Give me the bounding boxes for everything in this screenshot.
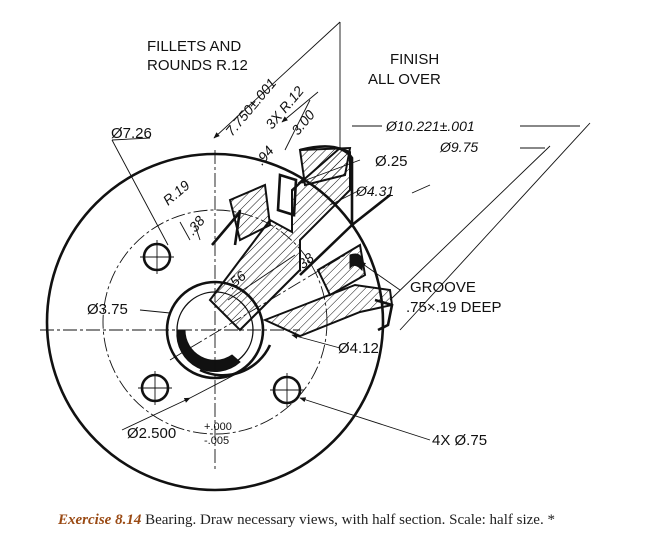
- label-groove-depth: .75×.19 DEEP: [406, 299, 501, 316]
- label-fillets: FILLETS AND: [147, 38, 241, 55]
- label-d025: Ø.25: [375, 153, 408, 170]
- bolt-holes: [138, 240, 304, 407]
- label-d726: Ø7.26: [111, 125, 152, 142]
- label-d10221: Ø10.221±.001: [385, 118, 475, 134]
- label-all-over: ALL OVER: [368, 71, 441, 88]
- label-d431: Ø4.31: [355, 183, 394, 199]
- label-d300: 3.00: [288, 107, 318, 138]
- label-d2500: Ø2.500: [127, 425, 176, 442]
- label-finish: FINISH: [390, 51, 439, 68]
- figure-caption: Exercise 8.14 Bearing. Draw necessary vi…: [58, 512, 668, 540]
- label-d375: Ø3.75: [87, 301, 128, 318]
- label-tol-minus: -.005: [204, 435, 229, 447]
- label-tol-plus: +.000: [204, 421, 232, 433]
- caption-text: Bearing. Draw necessary views, with half…: [141, 512, 555, 528]
- label-groove: GROOVE: [410, 279, 476, 296]
- label-d975: Ø9.75: [439, 139, 478, 155]
- section-body: [208, 145, 394, 338]
- label-r19: R.19: [160, 177, 193, 208]
- dimension-lines: [111, 21, 591, 441]
- label-holes: 4X Ø.75: [432, 432, 487, 449]
- label-d412: Ø4.12: [338, 340, 379, 357]
- axis-centerline: [169, 254, 346, 361]
- label-rounds: ROUNDS R.12: [147, 57, 248, 74]
- caption-number: Exercise 8.14: [58, 512, 142, 528]
